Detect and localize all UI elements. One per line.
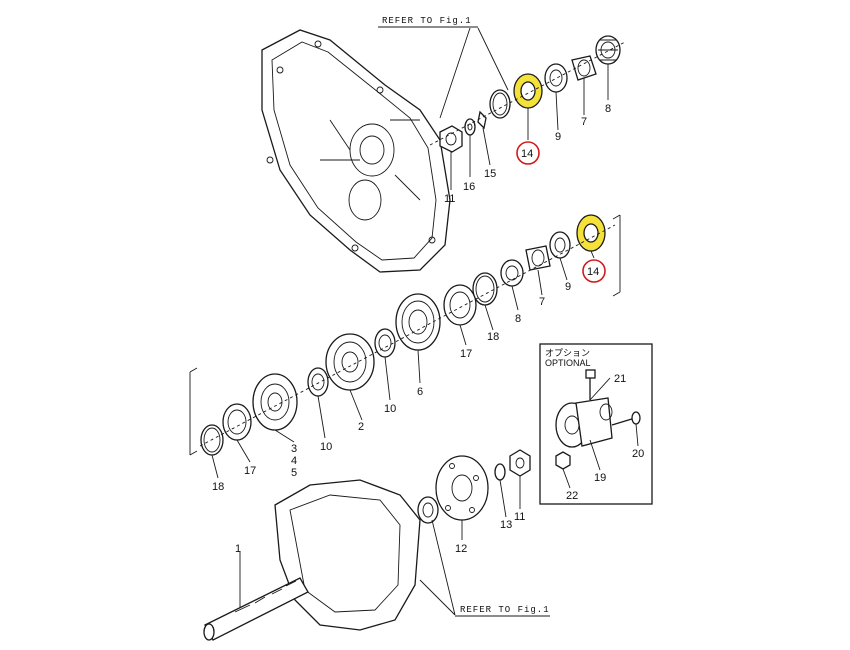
part-numbers: 1 2 3 4 5 6 7 7 8 8 9 9 10 10 11 11 12 1… <box>212 103 644 555</box>
part-18-upper-label: 18 <box>487 331 499 343</box>
callout-14-top <box>516 141 540 165</box>
part-9-top-label: 9 <box>555 131 561 143</box>
part-16-label: 16 <box>463 181 475 193</box>
part-11-bottom-label: 11 <box>514 511 525 523</box>
part-22-label: 22 <box>566 490 578 502</box>
part-17-lower-label: 17 <box>244 465 256 477</box>
part-8-top-label: 8 <box>605 103 611 115</box>
leader-lines <box>211 64 639 608</box>
optional-box <box>539 343 653 505</box>
part-19-label: 19 <box>594 472 606 484</box>
optional-label-jp: オプション <box>545 348 590 358</box>
part-15-label: 15 <box>484 168 496 180</box>
part-17-upper-label: 17 <box>460 348 472 360</box>
clutch-housing <box>261 29 451 273</box>
middle-parts-row <box>189 214 621 456</box>
part-8-middle-label: 8 <box>515 313 521 325</box>
part-11-top-label: 11 <box>444 193 455 205</box>
optional-label-en: OPTIONAL <box>545 358 591 368</box>
part-21-label: 21 <box>614 373 626 385</box>
part-5-label: 5 <box>291 467 297 479</box>
ref-bottom: REFER TO Fig.1 <box>419 519 550 617</box>
part-4-label: 4 <box>291 455 297 467</box>
part-7-middle-label: 7 <box>539 296 545 308</box>
part-9-middle-label: 9 <box>565 281 571 293</box>
part-1-label: 1 <box>235 543 241 555</box>
part-14-middle-label: 14 <box>587 266 599 278</box>
ref-top: REFER TO Fig.1 <box>378 16 509 119</box>
part-3-label: 3 <box>291 443 297 455</box>
part-20-label: 20 <box>632 448 644 460</box>
part-10-upper-label: 10 <box>384 403 396 415</box>
callout-14-middle <box>582 259 606 283</box>
top-parts-row <box>429 35 626 153</box>
lower-assembly <box>203 449 531 641</box>
part-18-lower-label: 18 <box>212 481 224 493</box>
part-2-label: 2 <box>358 421 364 433</box>
part-13-label: 13 <box>500 519 512 531</box>
part-12-label: 12 <box>455 543 467 555</box>
part-7-top-label: 7 <box>581 116 587 128</box>
part-6-label: 6 <box>417 386 423 398</box>
part-10-lower-label: 10 <box>320 441 332 453</box>
ref-bottom-label: REFER TO Fig.1 <box>460 605 550 615</box>
part-14-top-label: 14 <box>521 148 533 160</box>
ref-top-label: REFER TO Fig.1 <box>382 16 472 26</box>
